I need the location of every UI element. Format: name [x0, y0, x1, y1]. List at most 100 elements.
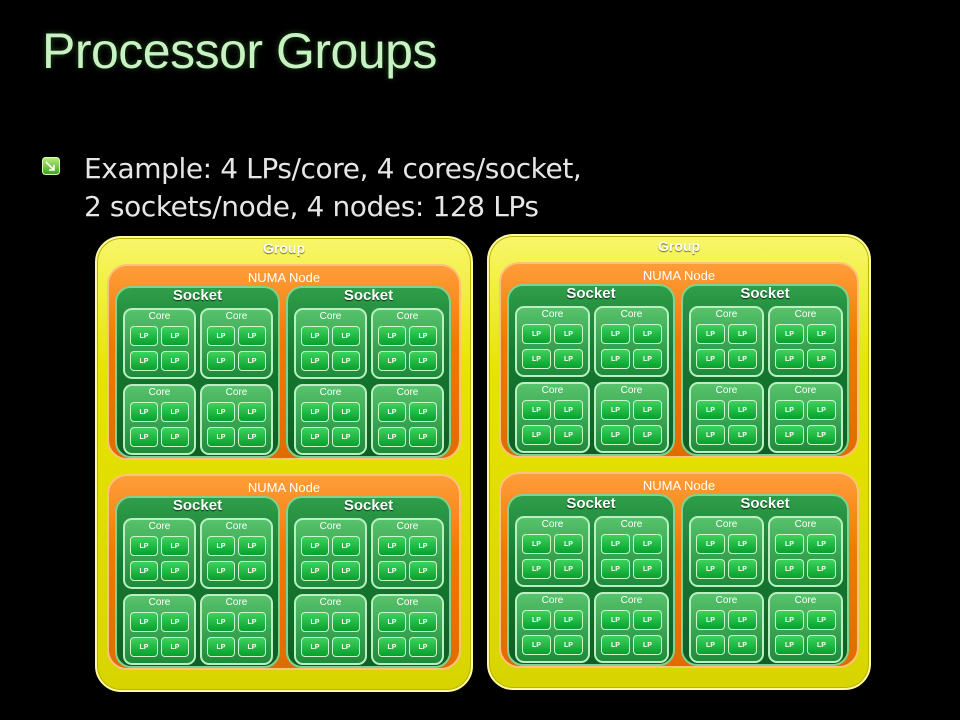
logical-processor: LP — [378, 612, 406, 632]
logical-processor: LP — [554, 610, 583, 630]
logical-processor: LP — [522, 635, 551, 655]
logical-processor: LP — [161, 612, 189, 632]
bullet-text-line-1: Example: 4 LPs/core, 4 cores/socket, — [84, 152, 582, 185]
logical-processor: LP — [301, 536, 329, 556]
logical-processor: LP — [332, 326, 360, 346]
logical-processor: LP — [807, 610, 836, 630]
logical-processor: LP — [207, 637, 235, 657]
logical-processor: LP — [207, 427, 235, 447]
logical-processor: LP — [238, 402, 266, 422]
core-label: Core — [396, 597, 419, 608]
logical-processor: LP — [301, 612, 329, 632]
logical-processor: LP — [130, 326, 158, 346]
logical-processor: LP — [161, 561, 189, 581]
logical-processor: LP — [522, 559, 551, 579]
logical-processor: LP — [130, 612, 158, 632]
logical-processor: LP — [728, 349, 757, 369]
core-label: Core — [225, 521, 248, 532]
logical-processor: LP — [554, 534, 583, 554]
socket-label: Socket — [740, 285, 790, 302]
core-label: Core — [319, 597, 342, 608]
logical-processor: LP — [633, 635, 662, 655]
logical-processor: LP — [633, 610, 662, 630]
logical-processor: LP — [409, 351, 437, 371]
logical-processor: LP — [409, 637, 437, 657]
logical-processor: LP — [633, 559, 662, 579]
logical-processor: LP — [238, 536, 266, 556]
logical-processor: LP — [728, 400, 757, 420]
group-label: Group — [658, 238, 700, 254]
logical-processor: LP — [522, 324, 551, 344]
logical-processor: LP — [161, 536, 189, 556]
logical-processor: LP — [775, 559, 804, 579]
logical-processor: LP — [301, 427, 329, 447]
logical-processor: LP — [332, 402, 360, 422]
core-label: Core — [620, 385, 643, 396]
logical-processor: LP — [130, 637, 158, 657]
logical-processor: LP — [728, 559, 757, 579]
logical-processor: LP — [378, 536, 406, 556]
logical-processor: LP — [207, 561, 235, 581]
logical-processor: LP — [601, 534, 630, 554]
logical-processor: LP — [601, 635, 630, 655]
logical-processor: LP — [207, 536, 235, 556]
numa-node-label: NUMA Node — [642, 268, 716, 283]
core-label: Core — [541, 595, 564, 606]
logical-processor: LP — [807, 425, 836, 445]
logical-processor: LP — [207, 612, 235, 632]
logical-processor: LP — [728, 534, 757, 554]
logical-processor: LP — [775, 400, 804, 420]
logical-processor: LP — [207, 326, 235, 346]
logical-processor: LP — [601, 610, 630, 630]
core-label: Core — [715, 519, 738, 530]
socket-label: Socket — [740, 495, 790, 512]
logical-processor: LP — [633, 425, 662, 445]
logical-processor: LP — [130, 402, 158, 422]
logical-processor: LP — [807, 400, 836, 420]
core-label: Core — [715, 309, 738, 320]
logical-processor: LP — [522, 610, 551, 630]
core-label: Core — [319, 521, 342, 532]
logical-processor: LP — [696, 400, 725, 420]
logical-processor: LP — [775, 610, 804, 630]
logical-processor: LP — [633, 400, 662, 420]
logical-processor: LP — [409, 561, 437, 581]
logical-processor: LP — [378, 351, 406, 371]
logical-processor: LP — [207, 351, 235, 371]
socket-label: Socket — [172, 497, 223, 514]
logical-processor: LP — [238, 326, 266, 346]
logical-processor: LP — [238, 637, 266, 657]
logical-processor: LP — [775, 324, 804, 344]
logical-processor: LP — [522, 349, 551, 369]
core-label: Core — [794, 519, 817, 530]
logical-processor: LP — [238, 612, 266, 632]
core-label: Core — [225, 387, 248, 398]
core-label: Core — [794, 595, 817, 606]
logical-processor: LP — [161, 402, 189, 422]
core-label: Core — [541, 385, 564, 396]
arrow-bullet-icon — [42, 157, 60, 175]
logical-processor: LP — [301, 326, 329, 346]
logical-processor: LP — [728, 635, 757, 655]
logical-processor: LP — [554, 425, 583, 445]
